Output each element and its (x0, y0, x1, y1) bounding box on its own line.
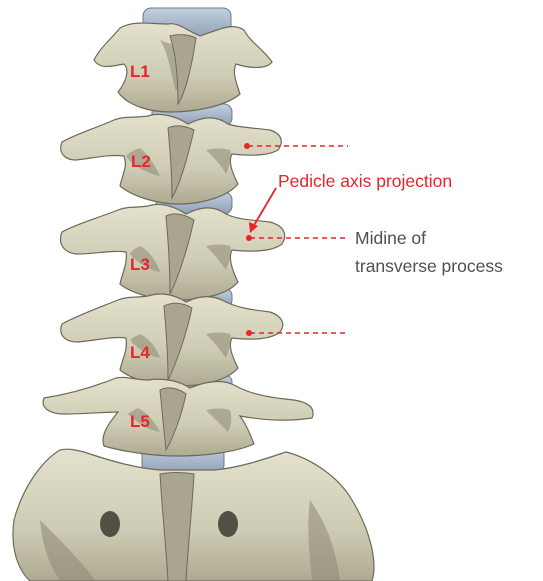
vertebra-l5 (43, 377, 313, 456)
spine-illustration (13, 8, 374, 581)
vertebra-l1 (94, 23, 272, 112)
vertebra-l2 (61, 114, 282, 204)
label-l3: L3 (130, 255, 150, 274)
sacral-foramen-right (218, 511, 238, 537)
point-l3 (246, 235, 252, 241)
vertebra-l4 (61, 294, 283, 386)
sacral-foramen-left (100, 511, 120, 537)
point-l4 (246, 330, 252, 336)
annotation-texts: Pedicle axis projection Midine of transv… (278, 171, 503, 276)
vertebra-l3 (61, 204, 285, 300)
midline-label-line2: transverse process (355, 256, 503, 276)
label-l5: L5 (130, 412, 150, 431)
label-l2: L2 (131, 152, 151, 171)
point-l2 (244, 143, 250, 149)
pedicle-axis-label: Pedicle axis projection (278, 171, 452, 191)
midline-label-line1: Midine of (355, 228, 426, 248)
label-l4: L4 (130, 343, 150, 362)
label-l1: L1 (130, 62, 150, 81)
